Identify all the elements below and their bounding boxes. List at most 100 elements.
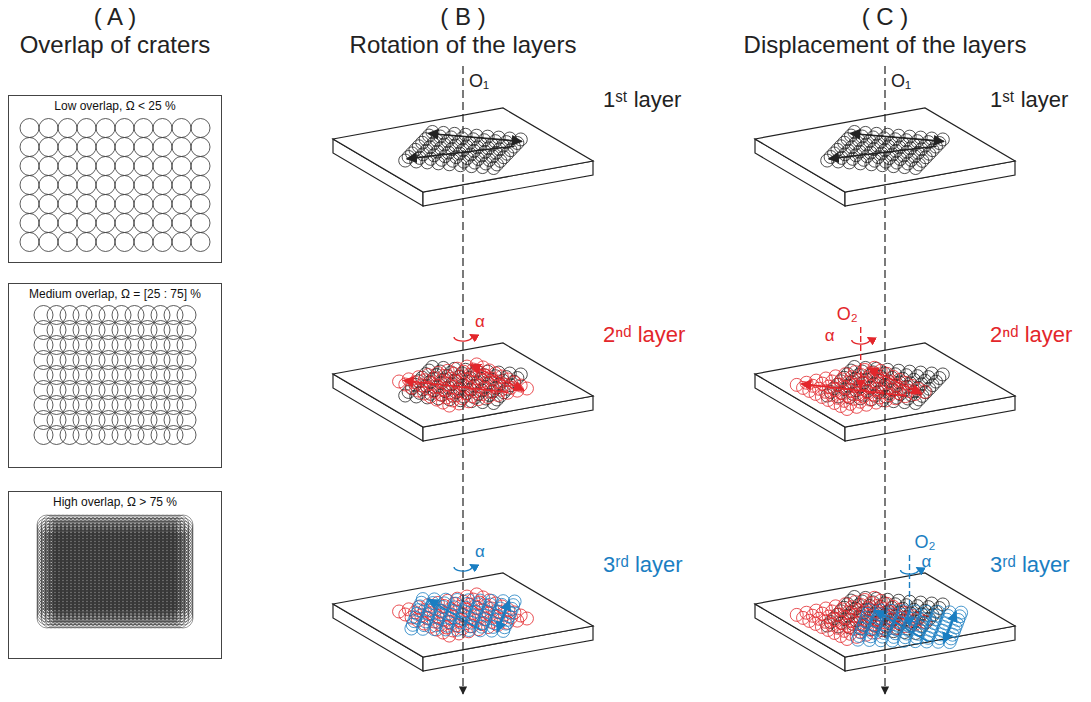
crater [89, 608, 109, 628]
crater [177, 381, 196, 400]
crater [923, 147, 936, 160]
crater [77, 138, 96, 157]
crater [37, 608, 57, 628]
scan-arrow [428, 599, 481, 630]
crater [926, 144, 939, 157]
crater [20, 119, 39, 138]
crater [134, 176, 153, 195]
crater [153, 119, 172, 138]
crater [85, 608, 105, 628]
crater [511, 384, 524, 397]
scan-arrow [850, 133, 944, 141]
crater [45, 608, 65, 628]
crater [115, 233, 134, 252]
crater [153, 214, 172, 233]
crater [514, 133, 527, 146]
crater [498, 621, 511, 634]
crater [405, 622, 418, 635]
crater [879, 394, 892, 407]
crater [191, 138, 210, 157]
crater [172, 157, 191, 176]
crater [117, 608, 137, 628]
crater-grid [34, 306, 196, 445]
crater [113, 608, 133, 628]
crater [58, 157, 77, 176]
crater [177, 366, 196, 385]
crater [172, 195, 191, 214]
crater [137, 608, 157, 628]
crater [121, 608, 141, 628]
crater [918, 385, 931, 398]
crater [115, 214, 134, 233]
crater [77, 157, 96, 176]
crater [462, 625, 475, 638]
crater [58, 176, 77, 195]
crater [511, 372, 524, 385]
crater [20, 157, 39, 176]
crater [472, 393, 485, 406]
crater [96, 119, 115, 138]
crater [462, 395, 475, 408]
crater [39, 195, 58, 214]
crater [501, 147, 514, 160]
crater [860, 398, 873, 411]
crater [58, 119, 77, 138]
scan-arrow [428, 133, 522, 141]
crater [439, 623, 452, 636]
scan-arrow [407, 146, 515, 159]
scan-arrow [801, 384, 906, 396]
crater [53, 608, 73, 628]
crater [58, 214, 77, 233]
crater [177, 321, 196, 340]
crater [115, 195, 134, 214]
crater [101, 608, 121, 628]
crater [173, 608, 193, 628]
crater [20, 214, 39, 233]
crater [485, 624, 498, 637]
crater [416, 622, 429, 635]
crater [69, 608, 89, 628]
crater [908, 388, 921, 401]
crater [511, 137, 524, 150]
crater [134, 214, 153, 233]
crater [77, 214, 96, 233]
crater [61, 608, 81, 628]
crater [57, 608, 77, 628]
crater [482, 391, 495, 404]
crater [191, 119, 210, 138]
crater [20, 176, 39, 195]
crater [933, 137, 946, 150]
crater [169, 608, 189, 628]
crater [936, 133, 949, 146]
crater-grid [37, 515, 193, 628]
crater [497, 624, 510, 637]
crater [177, 426, 196, 445]
crater [39, 157, 58, 176]
crater [134, 195, 153, 214]
crater [39, 138, 58, 157]
crater [73, 608, 93, 628]
crater [141, 608, 161, 628]
crater [428, 623, 441, 636]
crater [153, 138, 172, 157]
crater [77, 176, 96, 195]
crater [172, 233, 191, 252]
crater [96, 157, 115, 176]
crater [153, 176, 172, 195]
crater [77, 195, 96, 214]
crater [165, 608, 185, 628]
crater [177, 306, 196, 325]
crater [77, 119, 96, 138]
crater [81, 608, 101, 628]
crater [451, 623, 464, 636]
crater [65, 608, 85, 628]
crater [115, 119, 134, 138]
crater [39, 119, 58, 138]
crater [497, 151, 510, 164]
crater [172, 214, 191, 233]
crater [134, 138, 153, 157]
crater [115, 138, 134, 157]
crater [96, 214, 115, 233]
crater [153, 157, 172, 176]
crater [494, 154, 507, 167]
